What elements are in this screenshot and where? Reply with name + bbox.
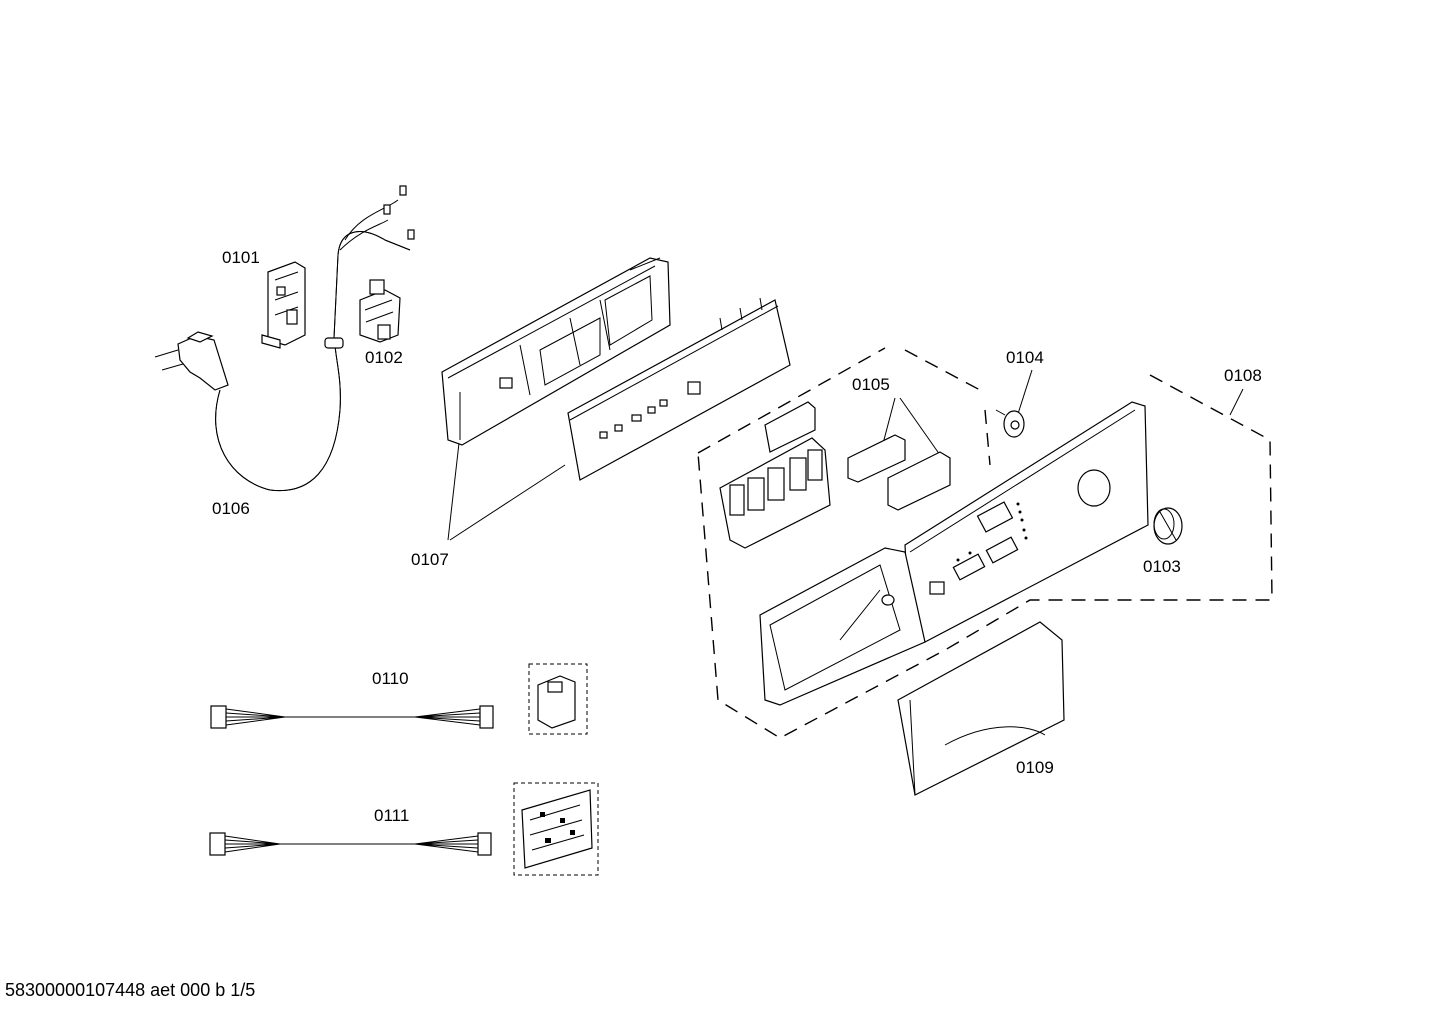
knob-shaft-icon (995, 409, 1025, 438)
mains-cable-plug-icon (154, 185, 415, 492)
interference-filter-icon (359, 279, 401, 343)
rotary-knob-icon (1153, 507, 1183, 545)
drawing-number: 58300000107448 aet 000 b 1/5 (5, 980, 256, 1000)
appliance-socket-plate-icon (261, 261, 306, 349)
label-0103: 0103 (1143, 557, 1181, 576)
panel-carrier-icon (441, 257, 791, 481)
label-0110: 0110 (372, 669, 409, 688)
label-0105: 0105 (852, 375, 890, 394)
harness-a-connector-box (528, 663, 588, 735)
label-0102: 0102 (365, 348, 403, 367)
label-0101: 0101 (222, 248, 260, 267)
label-0108: 0108 (1224, 366, 1262, 385)
label-0107: 0107 (411, 550, 449, 569)
detergent-drawer-handle-icon (897, 621, 1065, 796)
label-0104: 0104 (1006, 348, 1044, 367)
wiring-harness-a-icon (210, 705, 494, 729)
label-0109: 0109 (1016, 758, 1054, 777)
label-0106: 0106 (212, 499, 250, 518)
leader-lines (447, 369, 1244, 541)
wiring-harness-b-icon (209, 832, 492, 856)
label-0111: 0111 (374, 806, 409, 825)
control-panel-assembly-icon (759, 401, 1149, 706)
push-buttons-icon (719, 401, 951, 549)
harness-b-board-box (513, 782, 599, 876)
